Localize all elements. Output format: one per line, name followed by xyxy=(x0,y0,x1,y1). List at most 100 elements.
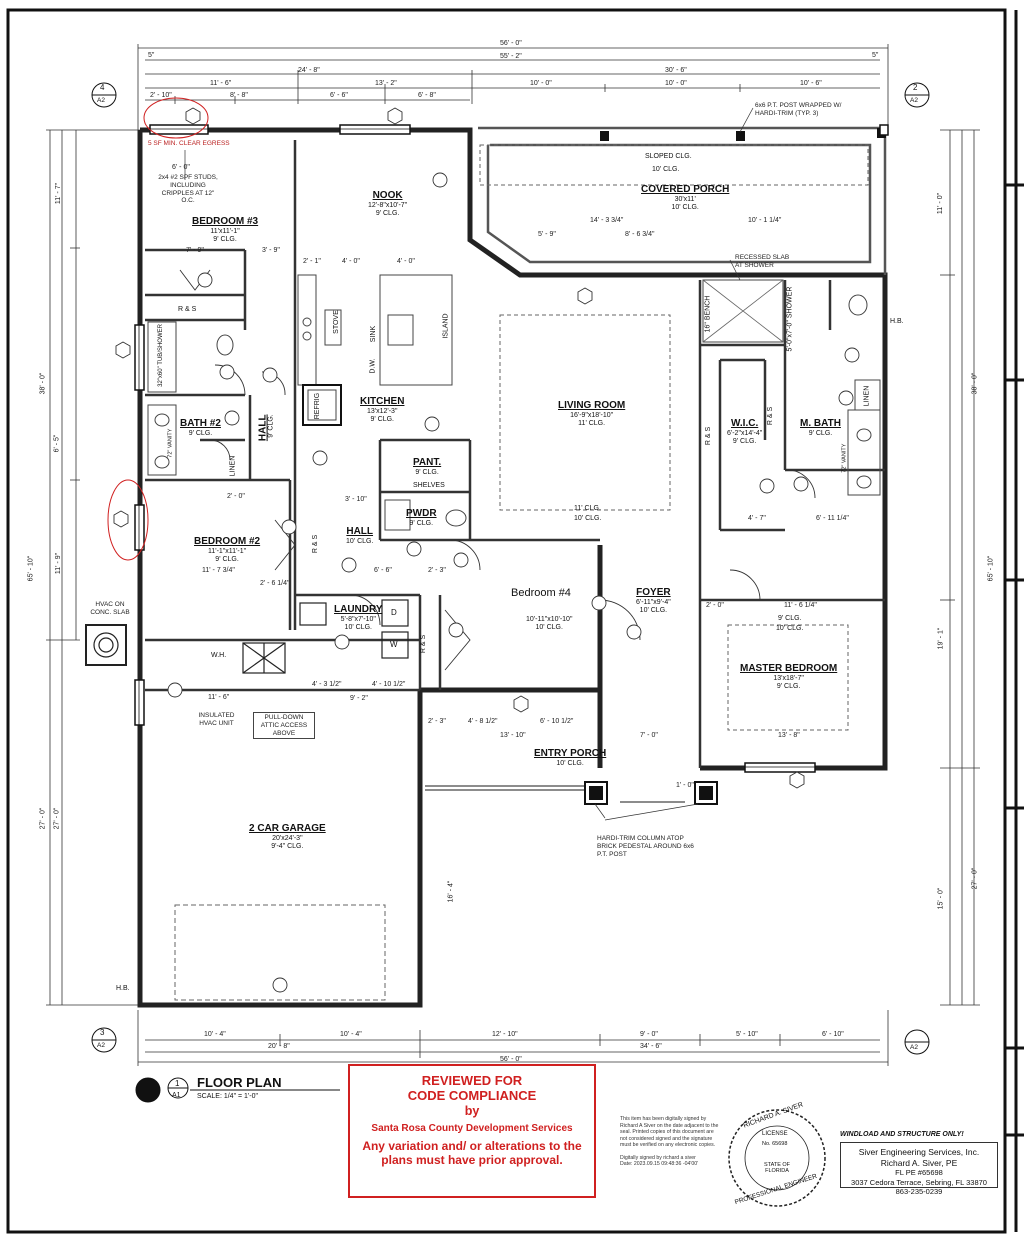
rs-label-hall: R & S xyxy=(312,534,320,554)
dim-top-edge-right: 5" xyxy=(872,52,879,59)
interior-walls xyxy=(145,140,885,768)
section-marker-3-sheet: A2 xyxy=(97,1042,105,1049)
room-ceiling: 9' CLG. xyxy=(370,415,394,423)
dim-f: 3' - 9" xyxy=(262,247,280,254)
signature-text: This item has been digitally signed by R… xyxy=(620,1116,719,1148)
view-sheet: A1 xyxy=(172,1092,181,1099)
master-clg2: 9' CLG. xyxy=(778,615,802,622)
room-size: 6'-11"x9'-4" xyxy=(636,598,671,606)
room-name: M. BATH xyxy=(800,418,841,429)
room-ceiling: 10' CLG. xyxy=(639,606,668,614)
section-marker-2-sheet: A2 xyxy=(910,97,918,104)
dim-k: 11' - 7 3/4" xyxy=(202,567,235,574)
room-name: COVERED PORCH xyxy=(641,184,730,195)
room-ceiling: 9' CLG. xyxy=(732,437,757,445)
stamp-line1: REVIEWED FOR xyxy=(421,1073,523,1088)
engineer-address: 3037 Cedora Terrace, Sebring, FL 33870 xyxy=(851,1177,987,1187)
dim-right-d3: 11' - 0" xyxy=(937,192,945,215)
hall-vertical-clg: 9' CLG. xyxy=(267,414,275,438)
dim-left-d2: 27' - 0" xyxy=(39,807,47,830)
room-name: PWDR xyxy=(406,508,437,519)
dim-bb: 2' - 0" xyxy=(706,602,724,609)
engineer-company: Siver Engineering Services, Inc. xyxy=(858,1147,980,1157)
linen-label-mbath: LINEN xyxy=(863,385,871,407)
dim-porch-b: 10' - 1 1/4" xyxy=(748,217,782,224)
room-name: ENTRY PORCH xyxy=(534,748,607,759)
room-name: HALL xyxy=(346,526,374,537)
stove-label: STOVE xyxy=(332,310,340,334)
shower-label: 5'-0"x7'-0" SHOWER xyxy=(786,286,794,352)
dim-porch-c: 5' - 9" xyxy=(538,231,556,238)
dim-dd: 1' - 0" xyxy=(676,782,694,789)
stamp-line4: Santa Rosa County Development Services xyxy=(371,1122,573,1134)
dim-left-d1: 38' - 0" xyxy=(39,372,47,395)
room-size: 30'x11' xyxy=(674,195,696,203)
seal-number: No. 65698 xyxy=(762,1141,788,1147)
room-name: 2 CAR GARAGE xyxy=(249,823,326,834)
pantry-shelves: SHELVES xyxy=(413,482,445,489)
engineer-seal xyxy=(728,1109,826,1207)
leaders xyxy=(184,107,754,821)
hvac-unit-note: INSULATED HVAC UNIT xyxy=(198,712,235,727)
washer-label: W xyxy=(390,640,398,649)
room-name: BEDROOM #2 xyxy=(194,536,261,547)
column-note: HARDI-TRIM COLUMN ATOP BRICK PEDESTAL AR… xyxy=(597,835,694,858)
dim-y: 6' - 11 1/4" xyxy=(816,515,849,522)
dim-porch-d: 8' - 6 3/4" xyxy=(625,231,655,238)
stamp-line6: plans must have prior approval. xyxy=(381,1152,563,1167)
refrigerator-label: REFRIG xyxy=(314,392,322,420)
room-kitchen: KITCHEN 13'x12'-3" 9' CLG. xyxy=(360,396,404,424)
room-size: 20'x24'-3" xyxy=(272,834,303,842)
room-hall: HALL 10' CLG. xyxy=(346,526,373,546)
stamp-line5: Any variation and/ or alterations to the xyxy=(362,1138,582,1153)
master-clg3: 10' CLG. xyxy=(776,625,804,632)
dim-left-d4: 6' - 5" xyxy=(53,434,61,453)
room-name: MASTER BEDROOM xyxy=(740,663,838,674)
review-stamp: REVIEWED FOR CODE COMPLIANCE by Santa Ro… xyxy=(348,1064,596,1198)
vanity-label-bath2: 72" VANITY xyxy=(167,428,174,458)
dim-p: 4' - 3 1/2" xyxy=(312,681,342,688)
vanity-label-mbath: 72" VANITY xyxy=(841,443,848,473)
dim-ff: 2' - 3" xyxy=(428,718,446,725)
shower-diagonals xyxy=(702,279,784,343)
room-name: KITCHEN xyxy=(360,396,405,407)
dim-i: 4' - 0" xyxy=(397,258,415,265)
dim-right-d1: 38' - 0" xyxy=(971,372,979,395)
dim-top-overall2: 55' - 2" xyxy=(500,53,522,60)
living-clg3: 10' CLG. xyxy=(574,515,602,522)
dim-top-edge-left: 5" xyxy=(148,52,155,59)
dim-cc: 6' - 0" xyxy=(172,164,190,171)
engineer-phone: 863-235-0239 xyxy=(895,1187,943,1196)
room-size: 10'-11"x10'-10" xyxy=(526,616,573,623)
porch-columns xyxy=(584,781,718,805)
room-bedroom3: BEDROOM #3 11'x11'-1" 9' CLG. xyxy=(192,216,258,244)
room-ceiling: 9'-4" CLG. xyxy=(271,842,304,850)
dim-j: 3' - 10" xyxy=(345,496,367,503)
garage-door xyxy=(174,904,386,1001)
hvac-slab-note: HVAC ON CONC. SLAB xyxy=(90,601,130,616)
dim-ee: 16' - 4" xyxy=(447,880,455,903)
room-wic: W.I.C. 6'-2"x14'-4" 9' CLG. xyxy=(727,418,762,446)
section-marker-4-sheet: A2 xyxy=(97,97,105,104)
room-name: BATH #2 xyxy=(180,418,221,429)
room-mbath: M. BATH 9' CLG. xyxy=(800,418,841,438)
dim-q: 4' - 10 1/2" xyxy=(372,681,406,688)
dim-v: 7' - 0" xyxy=(640,732,658,739)
dim-t: 6' - 10 1/2" xyxy=(540,718,574,725)
room-ceiling: 9' CLG. xyxy=(776,682,801,690)
dim-left-overall: 65' - 10" xyxy=(27,555,35,582)
mechanical xyxy=(85,624,286,674)
section-marker-4: 4 xyxy=(100,83,105,92)
porch-sloped-clg: SLOPED CLG. xyxy=(645,153,692,160)
room-name: BEDROOM #3 xyxy=(192,216,259,227)
porch-clg2: 10' CLG. xyxy=(652,166,680,173)
linen-label: LINEN xyxy=(229,455,237,477)
dim-o: 11' - 6" xyxy=(208,694,230,701)
seal-state: STATE OF FLORIDA xyxy=(763,1162,791,1175)
rs-label: R & S xyxy=(178,306,197,313)
top-dimension-lines xyxy=(137,44,889,130)
door-tags xyxy=(167,172,860,993)
kitchen-cabinets xyxy=(297,274,453,426)
